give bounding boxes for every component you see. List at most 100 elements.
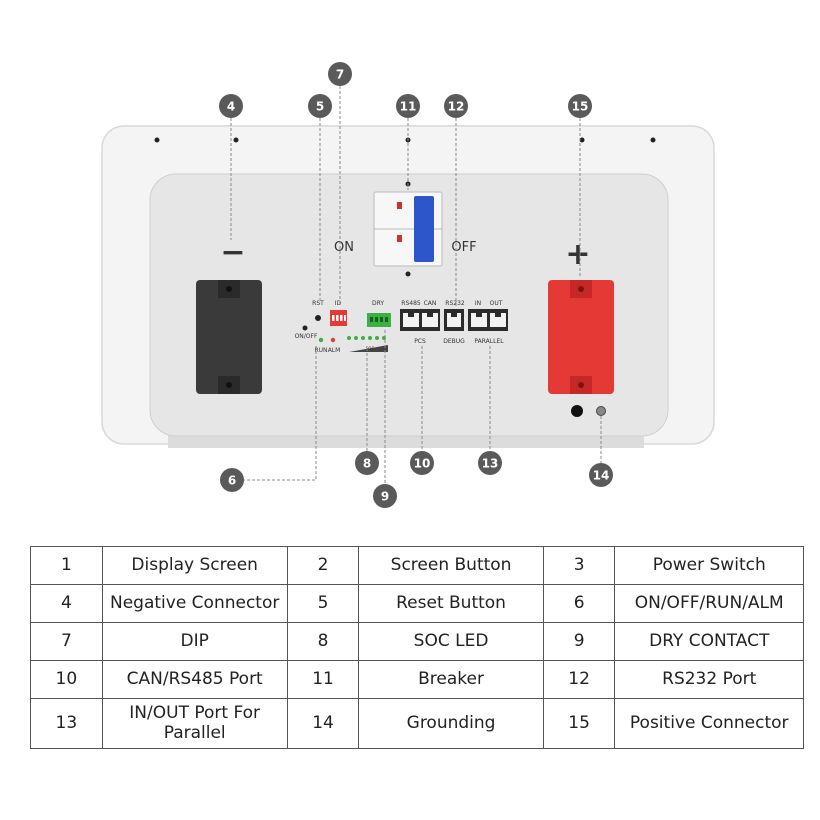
rs232-label: RS232 [445, 300, 465, 307]
in-label: IN [475, 300, 481, 307]
table-cell-label: CAN/RS485 Port [101, 660, 288, 699]
callout-number: 8 [363, 457, 371, 471]
callout-number: 7 [336, 68, 344, 82]
table-cell-number: 3 [542, 546, 616, 585]
table-cell-number: 13 [30, 698, 103, 749]
front-panel [149, 173, 669, 437]
table-cell-number: 7 [30, 622, 103, 661]
callout-badge [373, 484, 397, 508]
table-cell-number: 1 [30, 546, 103, 585]
table-cell-number: 12 [542, 660, 616, 699]
soc-wedge [349, 345, 388, 352]
table-cell-label: Reset Button [358, 584, 544, 623]
callout-15: 15 [568, 94, 592, 118]
callout-number: 12 [448, 100, 465, 114]
dry-label: DRY [372, 300, 384, 307]
table-cell-label: DRY CONTACT [614, 622, 804, 661]
debug-label: DEBUG [443, 338, 465, 345]
battery-front-panel-diagram: − + ON OFF RST ID DRY RS485 CAN RS232 IN… [101, 62, 715, 508]
callout-number: 5 [316, 100, 324, 114]
mount-screw [154, 137, 160, 143]
id-label: ID [335, 300, 342, 307]
callout-badge [568, 94, 592, 118]
table-cell-label: Grounding [358, 698, 544, 749]
parallel-label: PARALLEL [474, 338, 504, 345]
run-led [318, 337, 324, 343]
component-legend-table: 1 Display Screen 2 Screen Button 3 Power… [30, 546, 804, 749]
table-row: 13 IN/OUT Port For Parallel 14 Grounding… [30, 698, 804, 749]
table-row: 4 Negative Connector 5 Reset Button 6 ON… [30, 584, 804, 623]
table-cell-label: Breaker [358, 660, 544, 699]
negative-terminal-bolt [226, 382, 232, 388]
out-port [490, 313, 506, 327]
breaker-lever [414, 196, 434, 262]
callout-badge [355, 451, 379, 475]
mount-screw [650, 137, 656, 143]
table-cell-label: IN/OUT Port For Parallel [101, 698, 288, 749]
table-cell-label: Negative Connector [101, 584, 288, 623]
callout-11: 11 [396, 94, 420, 118]
table-row: 1 Display Screen 2 Screen Button 3 Power… [30, 546, 804, 585]
breaker-indicator [397, 202, 402, 209]
callout-13: 13 [478, 451, 502, 475]
rs232-port-latch [451, 313, 457, 317]
table-cell-label: Positive Connector [614, 698, 804, 749]
soc-led [368, 336, 372, 340]
out-label: OUT [490, 300, 503, 307]
callout-badge [410, 451, 434, 475]
rs485-port-latch [408, 313, 414, 317]
out-port-latch [495, 313, 501, 317]
leader-lines [230, 86, 602, 484]
onoff-label: ON/OFF [295, 333, 318, 340]
callout-number: 9 [381, 490, 389, 504]
dip-toggle [336, 315, 339, 321]
table-cell-number: 9 [542, 622, 616, 661]
soc-label: SOC [366, 346, 375, 351]
breaker-indicator [397, 235, 402, 242]
callout-7: 7 [328, 62, 352, 86]
in-port-latch [476, 313, 482, 317]
rs485-label: RS485 [401, 300, 421, 307]
grounding-hole [571, 405, 583, 417]
mount-screw [579, 137, 585, 143]
table-cell-number: 4 [30, 584, 103, 623]
table-cell-number: 11 [286, 660, 360, 699]
breaker-screw [405, 271, 411, 277]
can-label: CAN [424, 300, 437, 307]
table-cell-label: Screen Button [358, 546, 544, 585]
table-cell-number: 14 [286, 698, 360, 749]
dip-toggle [344, 315, 346, 321]
callout-badge [396, 94, 420, 118]
callout-badge [328, 62, 352, 86]
positive-terminal [548, 280, 614, 394]
table-cell-label: SOC LED [358, 622, 544, 661]
reset-button [315, 315, 321, 321]
dry-contact-terminal [367, 313, 391, 327]
callout-badge [308, 94, 332, 118]
rs485-port [403, 313, 419, 327]
table-row: 10 CAN/RS485 Port 11 Breaker 12 RS232 Po… [30, 660, 804, 699]
callout-number: 11 [400, 100, 417, 114]
callout-6: 6 [220, 468, 244, 492]
callout-badge [589, 463, 613, 487]
table-cell-number: 10 [30, 660, 103, 699]
table-cell-number: 2 [286, 546, 360, 585]
can-port-latch [427, 313, 433, 317]
in-port [471, 313, 487, 327]
callout-number: 14 [593, 469, 610, 483]
callout-number: 4 [227, 100, 235, 114]
callout-8: 8 [355, 451, 379, 475]
breaker-on-label: ON [334, 240, 354, 255]
callout-badge [219, 94, 243, 118]
alm-label: ALM [328, 347, 341, 354]
callout-number: 6 [228, 474, 236, 488]
positive-terminal-bolt [578, 286, 584, 292]
rst-label: RST [312, 300, 324, 307]
grounding-screw [596, 406, 606, 416]
callout-badge [478, 451, 502, 475]
negative-terminal [196, 280, 262, 394]
can-port [422, 313, 438, 327]
onoff-led [302, 325, 308, 331]
table-cell-number: 15 [542, 698, 616, 749]
table-cell-label: Display Screen [101, 546, 288, 585]
